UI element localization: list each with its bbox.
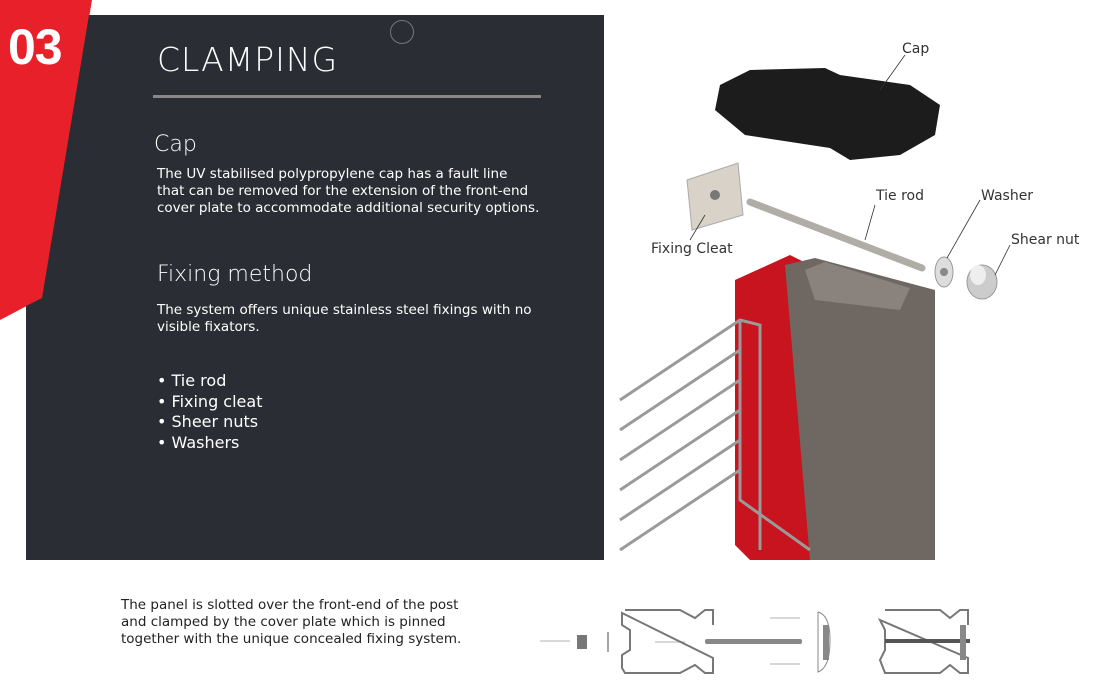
cap-heading: Cap (154, 132, 197, 157)
assembly-sequence-diagram (540, 609, 970, 674)
label-shear-nut: Shear nut (1011, 232, 1080, 248)
cap-description: The UV stabilised polypropylene cap has … (157, 166, 539, 217)
text-line: visible fixators. (157, 319, 260, 335)
washer-part (934, 256, 954, 288)
cap-part (715, 68, 940, 160)
assembled-profile (877, 609, 969, 674)
fixing-description: The system offers unique stainless steel… (157, 302, 532, 336)
assembly-caption: The panel is slotted over the front-end … (121, 597, 461, 648)
text-line: The panel is slotted over the front-end … (121, 597, 459, 613)
section-number: 03 (8, 19, 63, 75)
title-divider (153, 95, 541, 98)
label-fixing-cleat: Fixing Cleat (651, 241, 733, 257)
fixing-list: • Tie rod • Fixing cleat • Sheer nuts • … (157, 371, 262, 453)
red-tab-overlay (26, 15, 89, 306)
list-item: • Washers (157, 432, 240, 452)
mesh-panel-part (619, 318, 811, 552)
text-line: together with the unique concealed fixin… (121, 631, 462, 647)
shear-nut-part (966, 264, 998, 300)
fixing-cleat-part (686, 162, 744, 231)
label-tie-rod: Tie rod (876, 188, 924, 204)
text-line: The UV stabilised polypropylene cap has … (157, 166, 508, 182)
exploded-assembly-illustration (619, 54, 1011, 560)
label-washer: Washer (981, 188, 1034, 204)
callout-lines (689, 54, 1011, 276)
tie-rod-icon (705, 639, 802, 644)
text-line: that can be removed for the extension of… (157, 183, 529, 199)
text-line: The system offers unique stainless steel… (157, 302, 532, 318)
label-cap: Cap (902, 41, 930, 57)
page-title: CLAMPING (157, 40, 339, 79)
circle-marker-icon (390, 20, 414, 44)
list-item: • Tie rod (157, 371, 227, 390)
text-line: cover plate to accommodate additional se… (157, 200, 540, 216)
fixing-heading: Fixing method (157, 262, 313, 287)
cover-plate (817, 611, 831, 673)
post-profile (621, 609, 714, 674)
list-item: • Sheer nuts (157, 412, 259, 431)
tie-rod-part (746, 198, 926, 272)
list-item: • Fixing cleat (157, 391, 263, 411)
post-part (735, 255, 935, 560)
content-panel (26, 15, 604, 560)
nut-icon (577, 635, 587, 649)
text-line: and clamped by the cover plate which is … (121, 614, 446, 630)
